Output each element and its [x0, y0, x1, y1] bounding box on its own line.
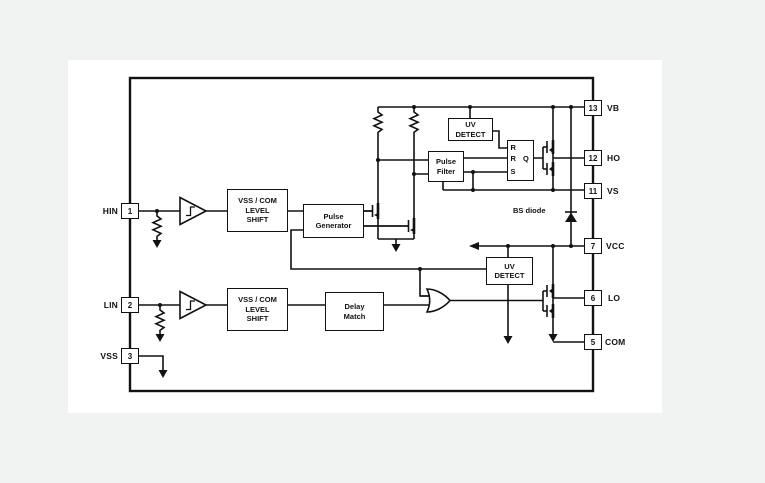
pin-box-5: 5 — [584, 334, 602, 350]
com-wire — [548, 334, 584, 343]
pin-number: 1 — [127, 206, 133, 216]
resistor-icon — [154, 305, 166, 334]
resistor-icon — [372, 107, 384, 239]
pin-number: 3 — [127, 351, 133, 361]
arrow-left-icon — [469, 242, 479, 250]
pin-number: 7 — [590, 241, 596, 251]
pin-label-vcc: VCC — [606, 241, 625, 251]
block-uv-detect-high: UV DETECT — [448, 118, 493, 141]
pin-number: 12 — [588, 153, 598, 163]
uv-feedback-wire — [290, 229, 486, 297]
latch-r-top-label: R — [510, 143, 516, 152]
pin-number: 6 — [590, 293, 596, 303]
arrow-down-icon — [503, 336, 513, 344]
schmitt-buffer-icon — [179, 196, 208, 226]
block-pulse-generator: Pulse Generator — [303, 204, 364, 238]
block-pulse-filter: Pulse Filter — [428, 151, 464, 182]
ground-icon — [152, 240, 162, 248]
mosfet-icon — [543, 107, 555, 190]
lin-path-wires — [206, 295, 432, 306]
filter-output-wires — [442, 157, 507, 190]
arrow-down-icon — [548, 334, 558, 342]
figure-panel — [68, 60, 662, 413]
block-uv-detect-low: UV DETECT — [486, 257, 533, 285]
pin-number: 2 — [127, 300, 133, 310]
pin-number: 13 — [588, 103, 598, 113]
pin-label-lo: LO — [608, 293, 621, 303]
latch-s-label: S — [510, 166, 516, 176]
block-level-shift-high: VSS / COM LEVEL SHIFT — [227, 189, 288, 232]
pin-number: 11 — [588, 186, 598, 196]
junction-dots — [155, 105, 573, 307]
ground-icon — [155, 334, 165, 342]
pin-box-2: 2 — [121, 297, 139, 313]
pin-box-11: 11 — [584, 183, 602, 199]
resistor-icon — [408, 107, 420, 239]
pin-label-vs: VS — [607, 186, 619, 196]
vss-wires — [139, 355, 168, 378]
resistor-icon — [151, 211, 163, 240]
q-output-wire — [533, 147, 544, 169]
pin-box-12: 12 — [584, 150, 602, 166]
or-gate-icon — [425, 288, 452, 313]
pin-box-7: 7 — [584, 238, 602, 254]
bs-diode-label: BS diode — [513, 206, 546, 215]
ground-icon — [378, 238, 414, 252]
pin-label-vss: VSS — [100, 351, 118, 361]
lin-wires — [139, 304, 180, 342]
pin-box-6: 6 — [584, 290, 602, 306]
ground-icon — [158, 370, 168, 378]
diode-icon — [565, 107, 577, 245]
pin-box-13: 13 — [584, 100, 602, 116]
hin-path-wires — [206, 210, 409, 227]
block-level-shift-low: VSS / COM LEVEL SHIFT — [227, 288, 288, 331]
pin-label-hin: HIN — [102, 206, 118, 216]
pin-box-3: 3 — [121, 348, 139, 364]
pin-label-com: COM — [605, 337, 626, 347]
filter-input-wires — [378, 159, 428, 175]
latch-q-label: Q — [523, 153, 529, 163]
pin-box-1: 1 — [121, 203, 139, 219]
pin-label-ho: HO — [607, 153, 621, 163]
rs-latch: R R S Q — [507, 140, 534, 181]
schmitt-buffer-icon — [179, 290, 208, 320]
pin-label-lin: LIN — [103, 300, 118, 310]
ic-border — [128, 76, 595, 393]
hin-wires — [139, 210, 180, 248]
block-delay-match: Delay Match — [325, 292, 384, 331]
pin-number: 5 — [590, 337, 596, 347]
latch-r-mid-label: R — [510, 153, 516, 163]
mosfet-icon — [543, 246, 555, 334]
pin-label-vb: VB — [607, 103, 620, 113]
vcc-wire — [469, 242, 584, 250]
